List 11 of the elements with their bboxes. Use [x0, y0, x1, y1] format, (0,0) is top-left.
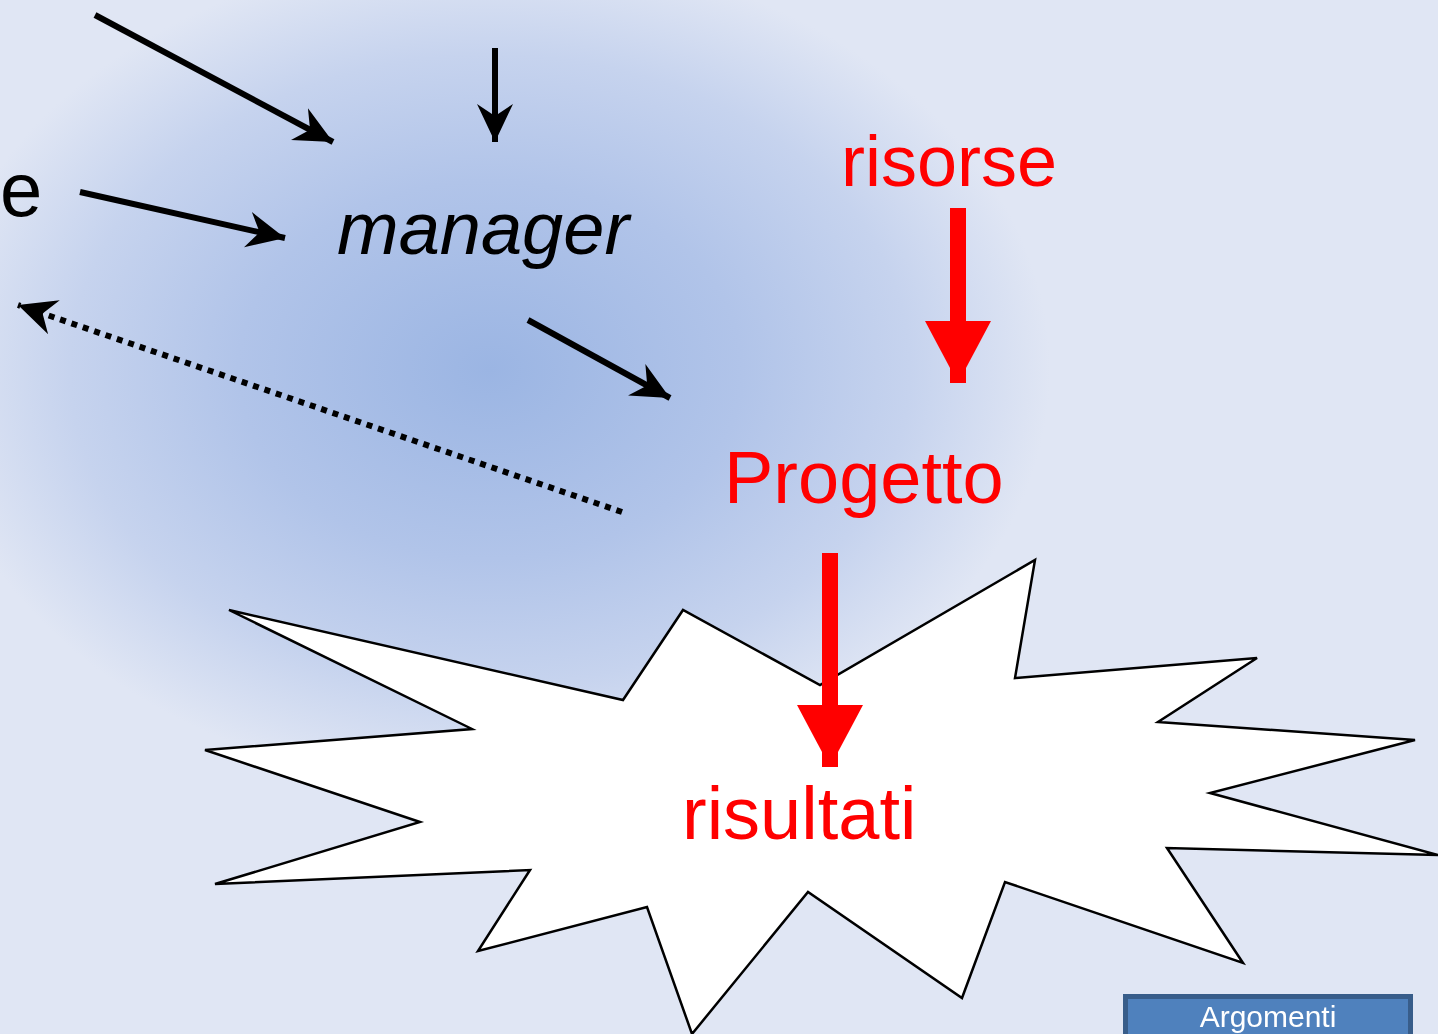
node-label: e	[0, 152, 43, 228]
arrow	[79, 189, 286, 248]
dotted-arrow	[17, 300, 623, 515]
nav-button: Argomenti	[1123, 994, 1413, 1034]
arrow	[925, 208, 991, 383]
arrow	[93, 12, 335, 145]
result-label: risultati	[682, 777, 917, 851]
node-label: risorse	[841, 125, 1058, 197]
arrow	[526, 317, 672, 401]
arrow	[797, 553, 863, 767]
arrow	[477, 48, 513, 142]
